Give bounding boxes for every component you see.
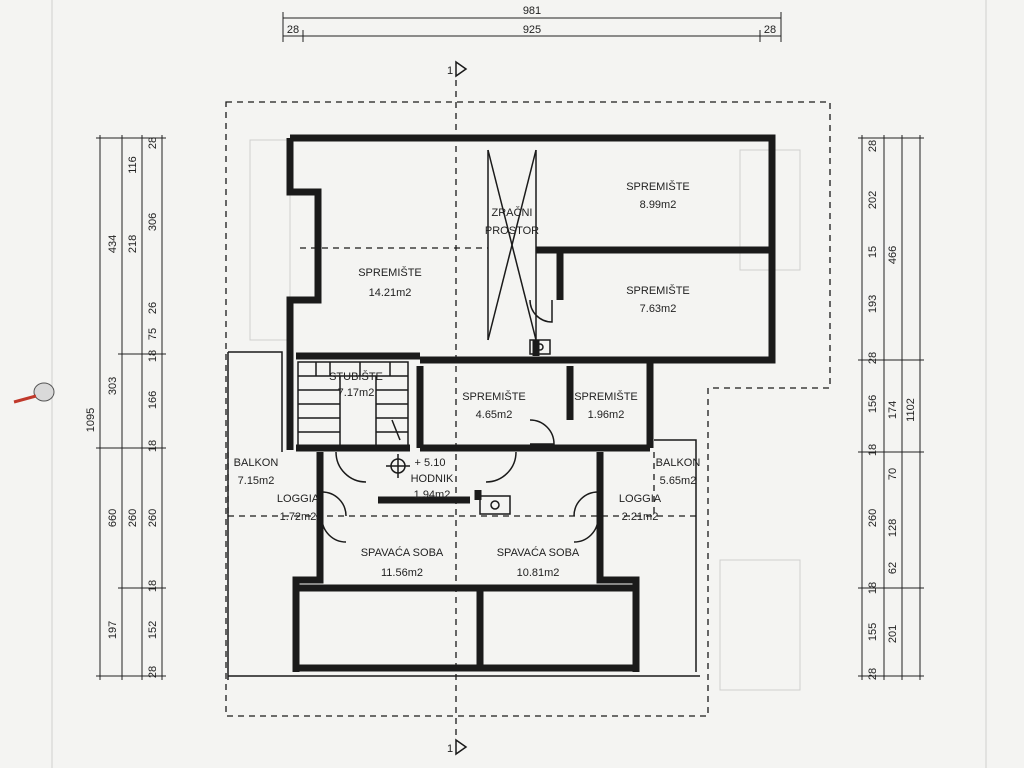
room-spremiste-c-name: SPREMIŠTE — [626, 284, 690, 297]
dim-left-bottom: 197 — [107, 621, 119, 639]
balcony-left-outline — [228, 351, 283, 452]
room-hodnik-area: 1.94m2 — [414, 489, 451, 501]
dim-right-d7: 18 — [867, 444, 879, 456]
room-spremiste-d-name: SPREMIŠTE — [462, 390, 526, 403]
room-hodnik-name: HODNIK — [411, 473, 454, 485]
roof-outline — [225, 101, 831, 717]
dim-left-d3: 218 — [127, 235, 139, 253]
chimney-box-lower — [479, 495, 511, 515]
room-spremiste-a-area: 8.99m2 — [640, 199, 677, 211]
dim-left-d9: 260 — [127, 509, 139, 527]
room-balkon-right-name: BALKON — [656, 457, 701, 469]
room-spremiste-e-name: SPREMIŠTE — [574, 390, 638, 403]
right-dimensions: 1102 466 28 202 15 193 28 156 174 18 70 … — [858, 135, 924, 680]
section-marker-top: 1 — [447, 60, 468, 78]
section-marker-bottom-label: 1 — [447, 743, 453, 755]
dim-left-d12: 152 — [147, 621, 159, 639]
room-stubiste-name: STUBIŠTE — [329, 370, 383, 383]
staircase — [297, 361, 409, 447]
room-spremiste-c-area: 7.63m2 — [640, 303, 677, 315]
dim-right-d13: 155 — [867, 623, 879, 641]
dim-right-d9: 260 — [867, 509, 879, 527]
room-stubiste-area: 7.17m2 — [338, 387, 375, 399]
balcony-right-outline — [654, 439, 697, 672]
dim-left-d8: 18 — [147, 440, 159, 452]
dim-top-left: 28 — [287, 24, 299, 36]
dim-right-upper: 466 — [887, 246, 899, 264]
dim-right-d14: 201 — [887, 625, 899, 643]
dim-left-d7: 166 — [147, 391, 159, 409]
room-loggia-right-name: LOGGIA — [619, 493, 662, 505]
dim-right-d2: 15 — [867, 246, 879, 258]
section-marker-bottom: 1 — [447, 738, 468, 756]
dim-top-total: 981 — [523, 5, 541, 17]
room-spremiste-b-area: 14.21m2 — [369, 287, 412, 299]
room-loggia-right-area: 2.21m2 — [622, 511, 659, 523]
air-space-cross — [487, 149, 537, 341]
dim-top-right: 28 — [764, 24, 776, 36]
dim-right-d1: 202 — [867, 191, 879, 209]
dim-left-d13: 28 — [147, 666, 159, 678]
room-balkon-left-area: 7.15m2 — [238, 475, 275, 487]
room-balkon-right-area: 5.65m2 — [660, 475, 697, 487]
dim-left-d1: 28 — [147, 137, 159, 149]
door-swings — [321, 299, 599, 543]
room-spremiste-e-area: 1.96m2 — [588, 409, 625, 421]
dim-right-d10: 128 — [887, 519, 899, 537]
dim-left-d2: 306 — [147, 213, 159, 231]
dim-left-d10: 260 — [147, 509, 159, 527]
dim-right-total: 1102 — [905, 398, 917, 422]
dim-right-d5: 156 — [867, 395, 879, 413]
room-spremiste-a-name: SPREMIŠTE — [626, 180, 690, 193]
dim-top-mid: 925 — [523, 24, 541, 36]
level-mark-icon — [386, 454, 410, 478]
room-loggia-left-area: 1.72m2 — [280, 511, 317, 523]
dim-left-d5: 75 — [147, 328, 159, 340]
room-labels: ZRAČNI PROSTOR SPREMIŠTE 8.99m2 SPREMIŠT… — [234, 180, 701, 579]
dim-left-d6: 18 — [147, 350, 159, 362]
dim-left-d11: 18 — [147, 580, 159, 592]
chimney-flue-lower — [490, 500, 500, 510]
room-soba-left-area: 11.56m2 — [381, 567, 423, 579]
dim-left-d4: 26 — [147, 302, 159, 314]
room-soba-right-name: SPAVAĆA SOBA — [497, 546, 580, 559]
room-zracni-label: ZRAČNI — [492, 206, 533, 219]
room-soba-right-area: 10.81m2 — [517, 567, 560, 579]
chimney-flue-upper — [536, 343, 544, 351]
room-loggia-left-name: LOGGIA — [277, 493, 320, 505]
dim-right-d12: 18 — [867, 582, 879, 594]
room-prostor-label: PROSTOR — [485, 225, 539, 237]
dim-right-d11: 62 — [887, 562, 899, 574]
dim-right-d0: 28 — [867, 140, 879, 152]
background-ghost-lines — [51, 0, 987, 768]
dim-right-d15: 28 — [867, 668, 879, 680]
left-dimensions: 1095 434 303 660 197 116 28 306 218 26 7… — [85, 135, 166, 680]
dim-left-upper: 434 — [107, 235, 119, 253]
room-spremiste-b-name: SPREMIŠTE — [358, 266, 422, 279]
room-spremiste-d-area: 4.65m2 — [476, 409, 513, 421]
room-soba-left-name: SPAVAĆA SOBA — [361, 546, 444, 559]
dim-left-mid: 303 — [107, 377, 119, 395]
dim-left-lower: 660 — [107, 509, 119, 527]
chimney-box-upper — [529, 339, 551, 355]
dim-right-d4: 28 — [867, 352, 879, 364]
pin-icon — [13, 382, 55, 404]
dim-left-total: 1095 — [85, 408, 97, 432]
dim-right-d3: 193 — [867, 295, 879, 313]
top-dimensions: 981 28 925 28 — [282, 5, 782, 42]
section-marker-top-label: 1 — [447, 65, 453, 77]
level-mark-label: + 5.10 — [415, 457, 446, 469]
dim-left-d0: 116 — [127, 156, 139, 174]
dim-right-d8: 70 — [887, 468, 899, 480]
room-balkon-left-name: BALKON — [234, 457, 279, 469]
dim-right-d6: 174 — [887, 401, 899, 419]
